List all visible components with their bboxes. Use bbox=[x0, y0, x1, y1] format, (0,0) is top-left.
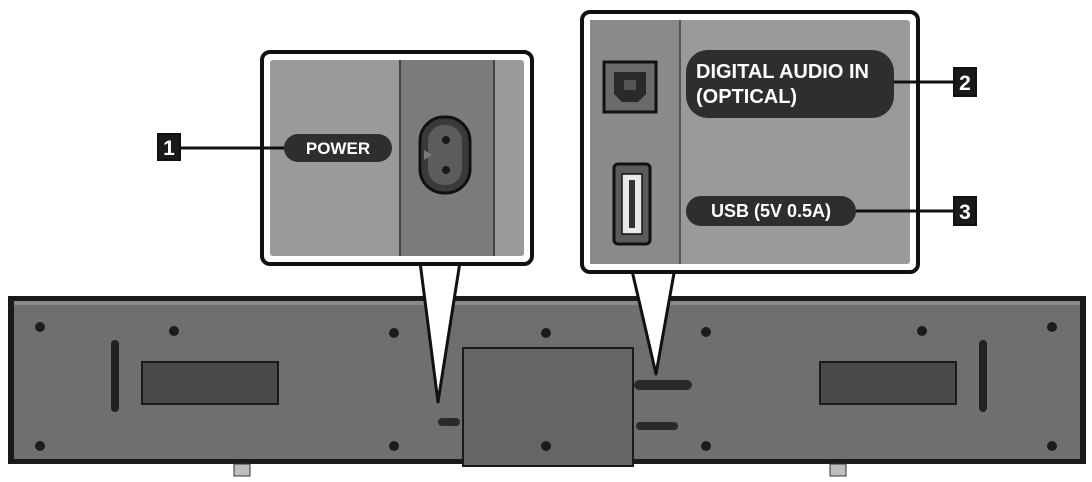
soundbar-body bbox=[8, 296, 1086, 477]
power-zoom-panel bbox=[260, 50, 534, 266]
optical-label-line1: DIGITAL AUDIO IN bbox=[696, 61, 869, 83]
mount-slot-left bbox=[111, 340, 119, 412]
power-socket-icon bbox=[418, 115, 472, 195]
optical-port-icon bbox=[602, 60, 658, 114]
callout-number-box bbox=[953, 67, 977, 97]
screw-icon bbox=[35, 322, 1057, 451]
callout-number-box bbox=[953, 196, 977, 226]
callout-number: 2 bbox=[959, 72, 971, 95]
usb-label: USB (5V 0.5A) bbox=[711, 201, 831, 221]
usb-marker bbox=[636, 422, 678, 430]
callout-pointer-right bbox=[628, 261, 678, 376]
callout-number: 1 bbox=[163, 137, 175, 160]
callout-1: 1 POWER bbox=[157, 133, 392, 162]
usb-port-icon bbox=[612, 162, 652, 246]
vent-left bbox=[141, 361, 279, 405]
callout-2: DIGITAL AUDIO IN (OPTICAL) 2 bbox=[686, 50, 977, 118]
mount-slot-right bbox=[979, 340, 987, 412]
optical-marker bbox=[634, 380, 692, 390]
power-label-pill bbox=[284, 134, 392, 162]
callout-pointer-left bbox=[418, 261, 462, 404]
foot-left bbox=[233, 463, 251, 477]
foot-right bbox=[829, 463, 847, 477]
optical-label-line2: (OPTICAL) bbox=[696, 86, 797, 108]
vent-right bbox=[819, 361, 957, 405]
callout-3: USB (5V 0.5A) 3 bbox=[686, 196, 977, 226]
callout-number: 3 bbox=[959, 201, 971, 224]
usb-label-pill bbox=[686, 196, 856, 226]
power-label: POWER bbox=[306, 139, 370, 158]
power-marker bbox=[438, 418, 460, 426]
optical-label-pill bbox=[686, 50, 894, 118]
